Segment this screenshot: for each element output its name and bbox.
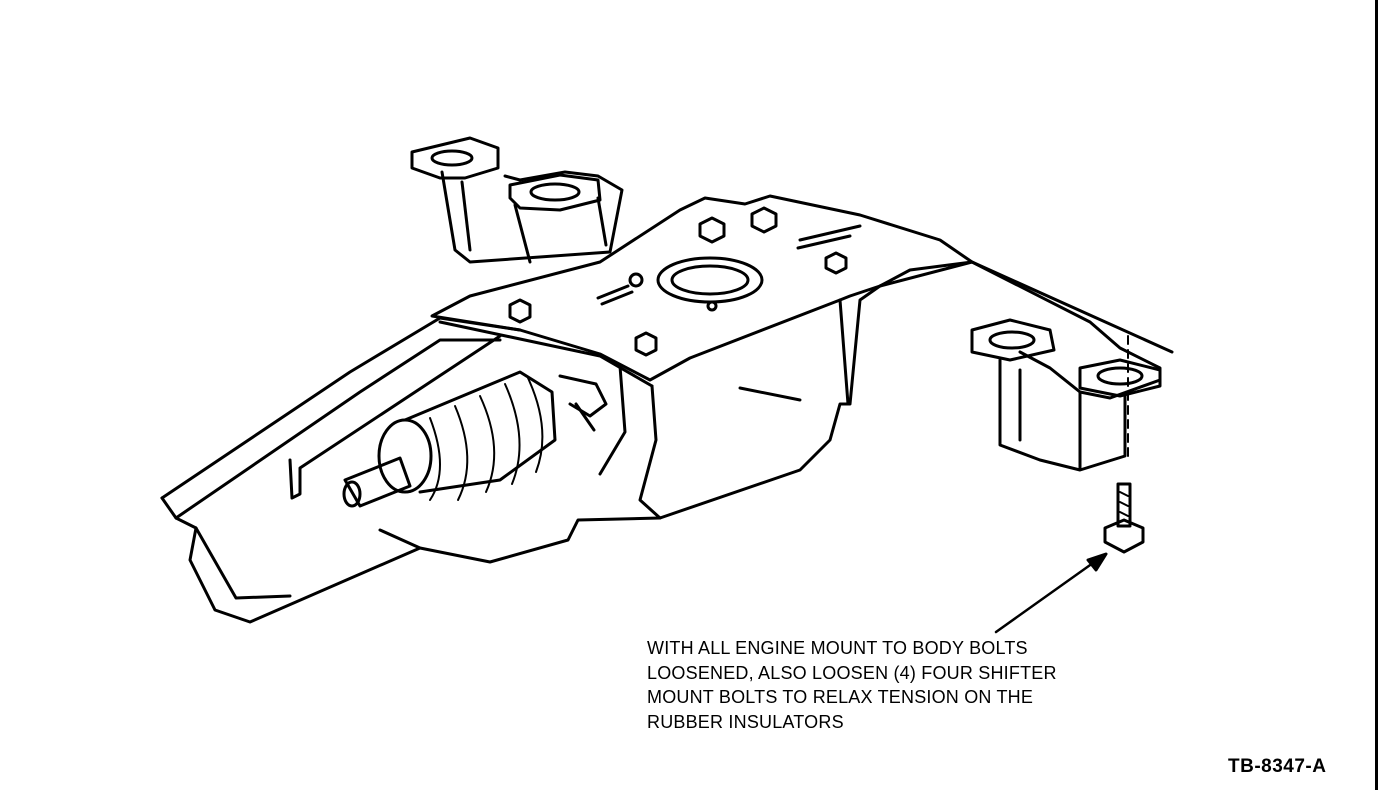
figure-id: TB-8347-A [1228, 756, 1327, 777]
page-edge-divider [1375, 0, 1378, 790]
callout-line-4: RUBBER INSULATORS [647, 711, 844, 732]
top-plate-bolts [508, 206, 848, 357]
callout-leader-arrow [994, 552, 1108, 634]
callout-line-1: WITH ALL ENGINE MOUNT TO BODY BOLTS [647, 638, 1028, 658]
shifter-top-plate [430, 194, 974, 388]
shifter-housing [378, 284, 882, 564]
callout-line-3: MOUNT BOLTS TO RELAX TENSION ON THE [647, 687, 1034, 707]
mount-bolt [1103, 482, 1145, 554]
right-mount-bracket [878, 260, 1174, 472]
shift-lever-tube [160, 316, 522, 624]
left-mount-bracket [410, 136, 624, 264]
callout-note: WITH ALL ENGINE MOUNT TO BODY BOLTS LOOS… [647, 636, 1167, 734]
rubber-boot [342, 370, 608, 508]
callout-line-2: LOOSENED, ALSO LOOSEN (4) FOUR SHIFTER [647, 662, 1057, 683]
